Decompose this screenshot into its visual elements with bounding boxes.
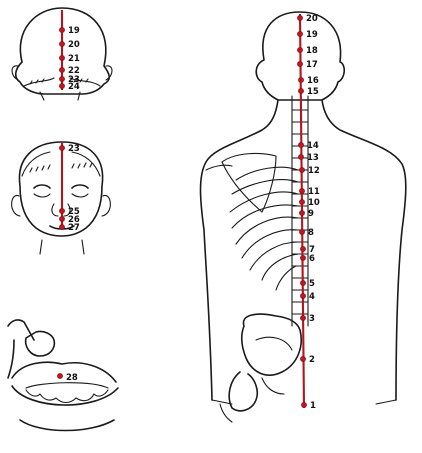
acupoint-marker: [298, 77, 304, 83]
acupoint-p11: 11: [299, 187, 320, 197]
acupoint-label: 22: [68, 66, 80, 76]
acupoint-label: 23: [68, 144, 80, 154]
acupoint-marker: [59, 41, 65, 47]
acupoint-label: 19: [306, 30, 318, 40]
acupoint-marker: [299, 210, 305, 216]
acupoint-p19: 19: [297, 30, 318, 40]
acupoint-label: 12: [308, 166, 320, 176]
acupoint-marker: [298, 154, 304, 160]
acupoint-p2: 2: [300, 355, 315, 365]
acupoint-h22: 22: [59, 66, 80, 76]
acupoint-f23: 23: [59, 144, 80, 154]
acupoint-label: 3: [309, 314, 315, 324]
acupoint-label: 8: [308, 228, 314, 238]
acupoint-marker: [300, 280, 306, 286]
acupoint-marker: [300, 246, 306, 252]
acupoint-p14: 14: [298, 141, 319, 151]
acupoint-marker: [57, 373, 63, 379]
acupoint-marker: [299, 167, 305, 173]
acupoint-marker: [59, 208, 65, 214]
acupoint-p13: 13: [298, 153, 319, 163]
acupoint-label: 7: [309, 245, 315, 255]
acupoint-marker: [299, 229, 305, 235]
acupoint-p1: 1: [301, 401, 316, 411]
acupoint-marker: [59, 27, 65, 33]
acupoint-label: 14: [307, 141, 319, 151]
acupoint-label: 25: [68, 207, 80, 217]
acupoint-label: 26: [68, 215, 80, 225]
acupoint-marker: [59, 224, 65, 230]
acupoint-label: 17: [306, 60, 318, 70]
acupoint-label: 28: [66, 373, 78, 383]
acupoint-p7: 7: [300, 245, 315, 255]
acupoint-marker: [59, 145, 65, 151]
acupoint-marker: [59, 83, 65, 89]
acupoint-label: 15: [307, 87, 319, 97]
acupoint-label: 23: [68, 75, 80, 85]
acupoint-h21: 21: [59, 54, 80, 64]
acupoint-label: 10: [308, 198, 320, 208]
acupoint-m28: 28: [57, 373, 78, 383]
acupoint-marker: [297, 61, 303, 67]
acupoint-p16: 16: [298, 76, 319, 86]
acupoint-label: 27: [68, 223, 80, 233]
acupoint-marker: [299, 199, 305, 205]
acupoint-label: 4: [309, 292, 315, 302]
face-front-view: [11, 141, 111, 255]
acupoint-marker: [297, 15, 303, 21]
acupoint-label: 21: [68, 54, 80, 64]
acupoint-label: 9: [308, 209, 314, 219]
acupoint-marker: [59, 55, 65, 61]
acupoint-label: 24: [68, 82, 80, 92]
acupoint-label: 1: [310, 401, 316, 411]
acupoint-marker: [300, 315, 306, 321]
acupoint-marker: [59, 67, 65, 73]
acupoint-layer: 1234567891011121314151617181920192021222…: [57, 14, 320, 411]
acupoint-p3: 3: [300, 314, 315, 324]
acupoint-label: 20: [68, 40, 80, 50]
acupoint-marker: [298, 142, 304, 148]
acupoint-p12: 12: [299, 166, 320, 176]
acupoint-p10: 10: [299, 198, 320, 208]
acupoint-marker: [59, 216, 65, 222]
acupoint-f26: 26: [59, 215, 80, 225]
back-body-view: [199, 11, 407, 423]
acupoint-marker: [301, 402, 307, 408]
acupoint-marker: [59, 76, 65, 82]
acupoint-f27: 27: [59, 223, 80, 233]
acupoint-marker: [300, 356, 306, 362]
acupoint-label: 18: [306, 46, 318, 56]
acupoint-p15: 15: [298, 87, 319, 97]
acupoint-marker: [300, 255, 306, 261]
acupoint-label: 5: [309, 279, 315, 289]
acupoint-h23: 23: [59, 75, 80, 85]
acupoint-f25: 25: [59, 207, 80, 217]
acupoint-p6: 6: [300, 254, 315, 264]
acupoint-p17: 17: [297, 60, 318, 70]
acupoint-p18: 18: [297, 46, 318, 56]
acupoint-label: 19: [68, 26, 80, 36]
acupoint-p8: 8: [299, 228, 314, 238]
acupoint-label: 2: [309, 355, 315, 365]
acupoint-p9: 9: [299, 209, 314, 219]
acupoint-label: 20: [306, 14, 318, 24]
acupoint-marker: [297, 31, 303, 37]
acupoint-label: 6: [309, 254, 315, 264]
acupoint-label: 11: [308, 187, 320, 197]
acupoint-p20: 20: [297, 14, 318, 24]
acupoint-label: 13: [307, 153, 319, 163]
acupoint-p5: 5: [300, 279, 315, 289]
acupoint-marker: [299, 188, 305, 194]
acupoint-h19: 19: [59, 26, 80, 36]
acupoint-marker: [298, 88, 304, 94]
acupoint-h24: 24: [59, 82, 80, 92]
acupoint-marker: [297, 47, 303, 53]
mouth-view: [7, 319, 119, 432]
acupoint-h20: 20: [59, 40, 80, 50]
acupoint-marker: [300, 293, 306, 299]
acupoint-p4: 4: [300, 292, 315, 302]
acupoint-label: 16: [307, 76, 319, 86]
